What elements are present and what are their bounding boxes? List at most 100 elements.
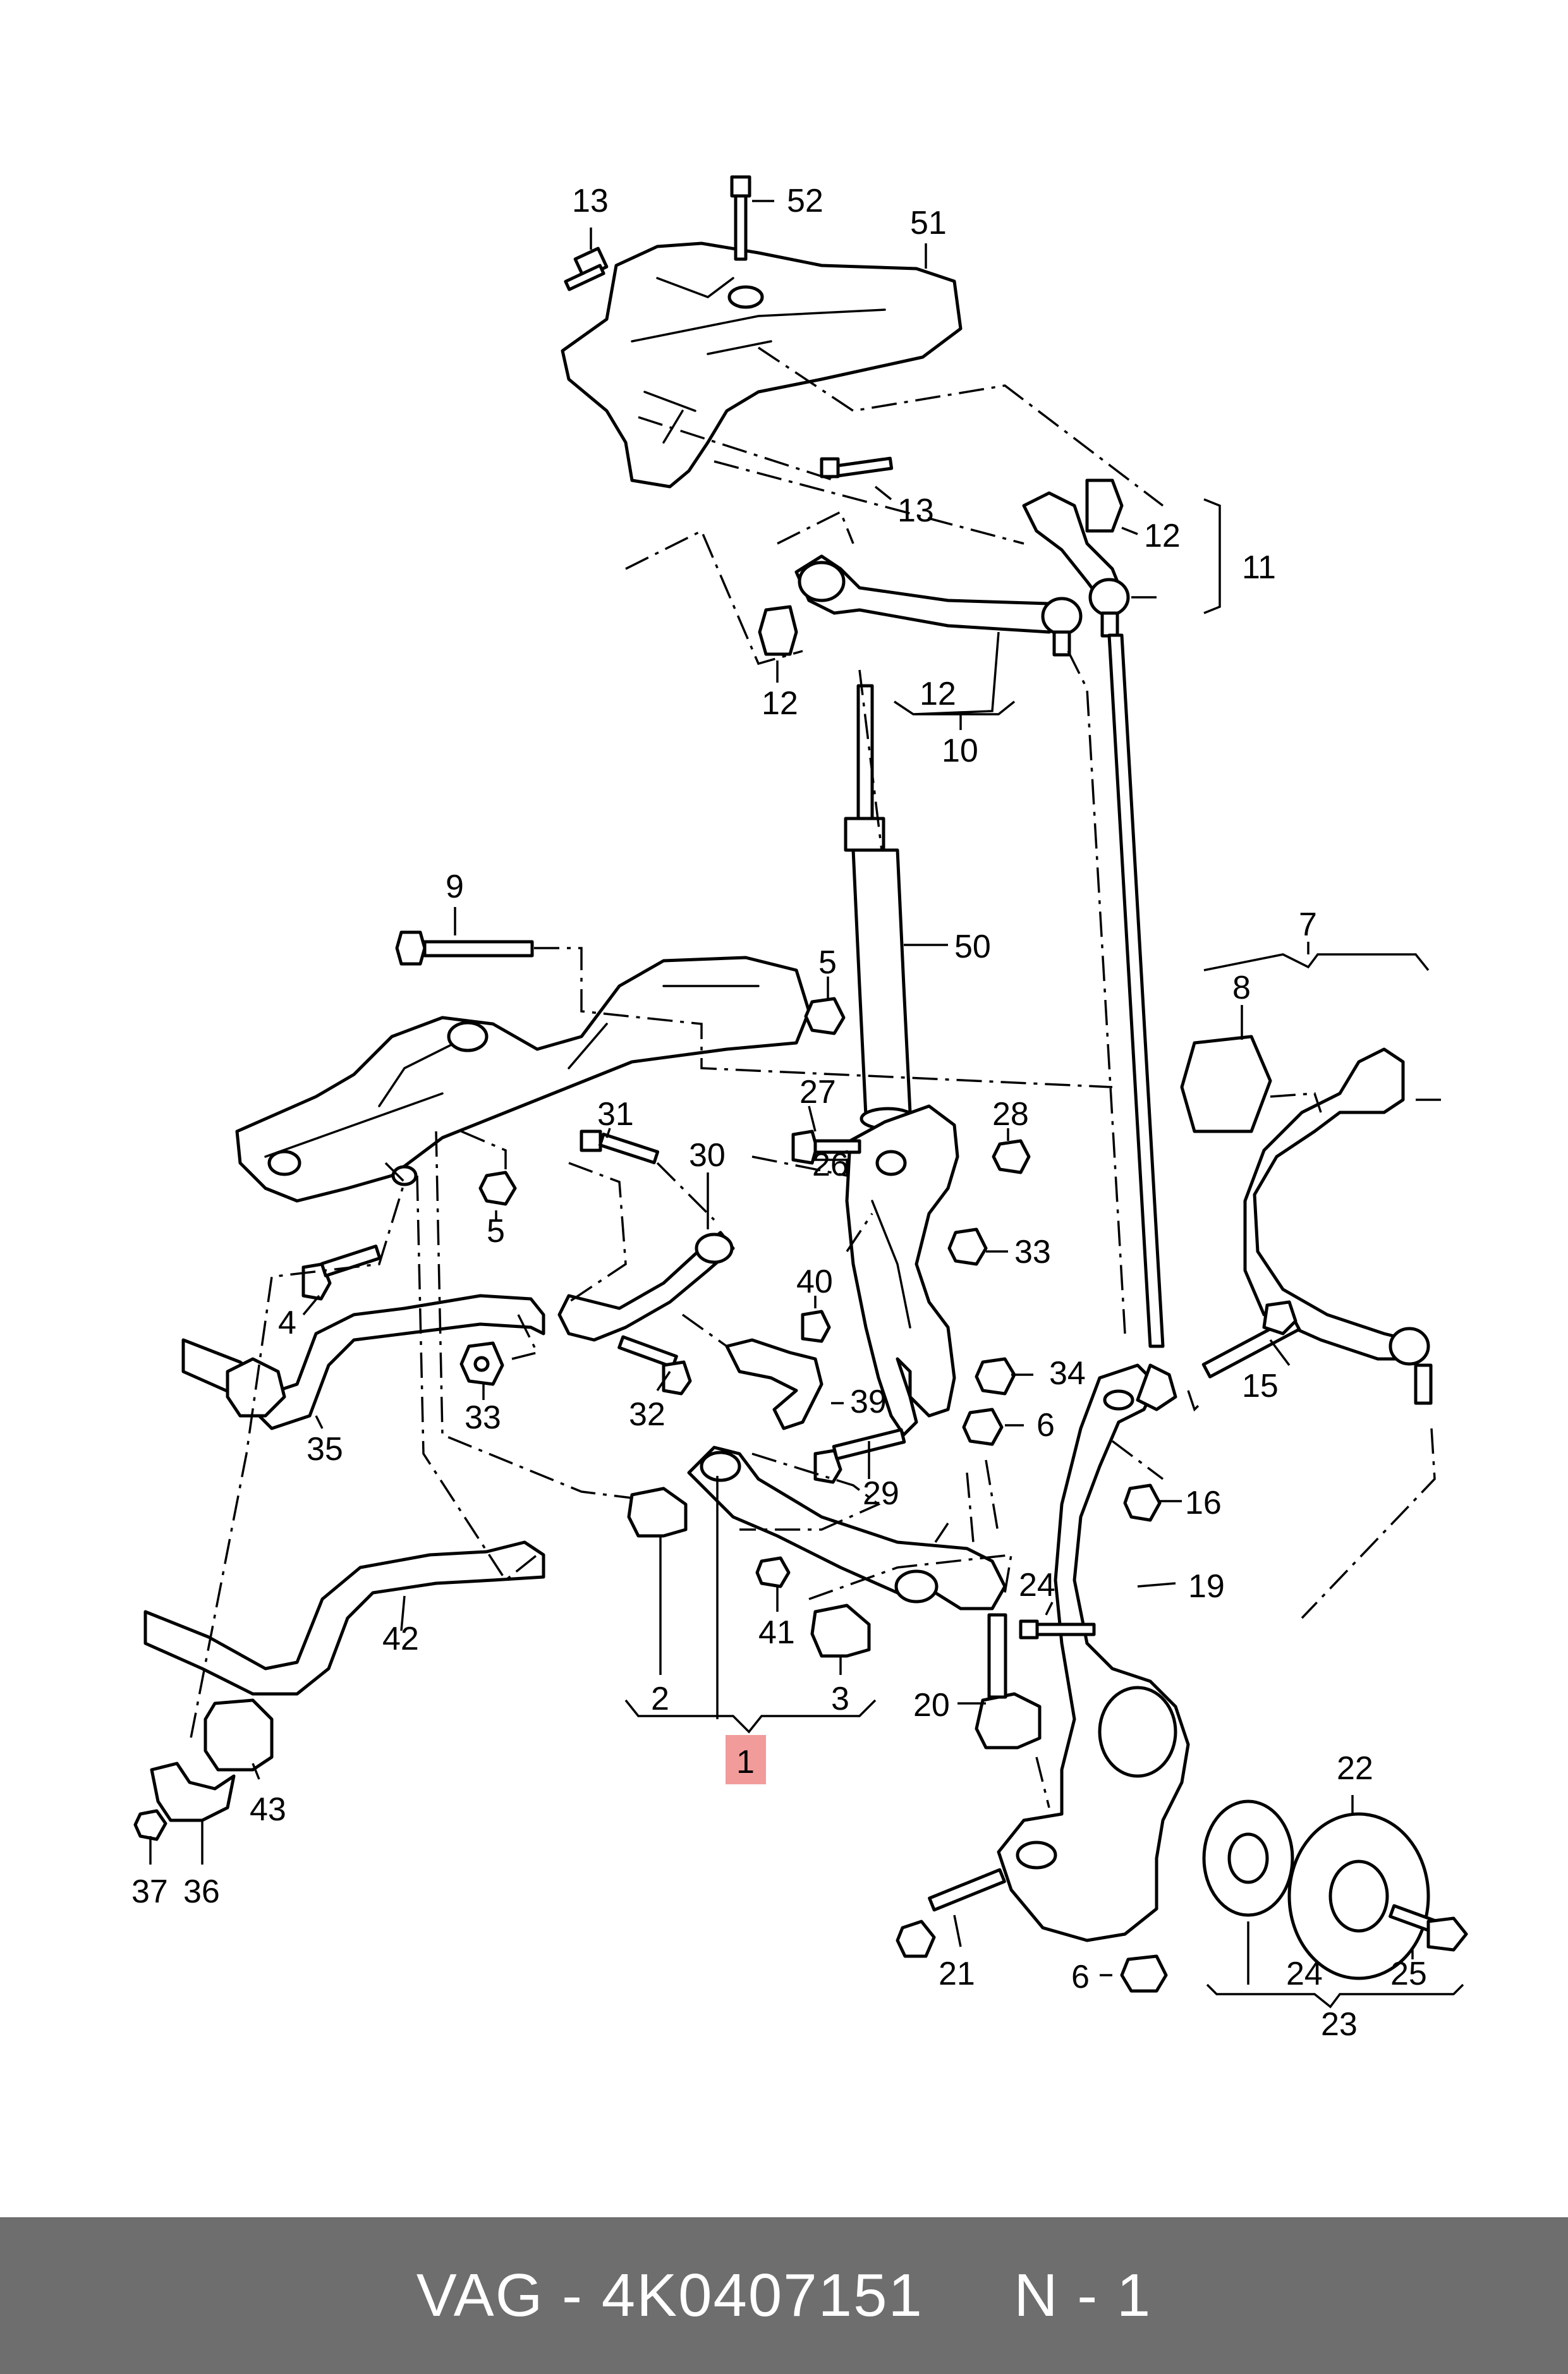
callout-37: 37 (131, 1873, 168, 1910)
callout-12-left: 12 (762, 685, 798, 722)
nut-16 (1123, 1483, 1162, 1522)
callout-9: 9 (446, 868, 464, 905)
subframe-51 (561, 241, 963, 489)
nut-5-upper (804, 997, 846, 1035)
bushing-2 (627, 1487, 688, 1538)
nut-6-bottom (1120, 1954, 1168, 1993)
bushing-8 (1180, 1035, 1272, 1133)
callout-5-lower: 5 (487, 1213, 505, 1250)
callout-25: 25 (1390, 1956, 1427, 1992)
callout-41: 41 (758, 1614, 795, 1651)
bolt-24-small (1019, 1619, 1096, 1640)
bolt-27 (791, 1129, 861, 1165)
nut-37 (133, 1809, 167, 1841)
bolt-31 (580, 1129, 660, 1164)
callout-20: 20 (913, 1687, 950, 1724)
upper-arm-7 (1243, 1047, 1433, 1405)
footer-bar: VAG - 4K0407151 N - 1 (0, 2217, 1568, 2374)
callout-5-upper: 5 (818, 944, 837, 981)
callout-50: 50 (954, 928, 991, 965)
callout-43: 43 (250, 1791, 286, 1828)
callout-3: 3 (831, 1681, 849, 1717)
callout-2: 2 (651, 1681, 669, 1717)
callout-12-right: 12 (1144, 518, 1181, 554)
nut-6-mid (962, 1408, 1004, 1446)
nut-5-lower (478, 1171, 517, 1206)
callout-35: 35 (307, 1431, 343, 1468)
callout-40: 40 (796, 1263, 833, 1300)
callout-15: 15 (1242, 1368, 1279, 1404)
leader-lines (149, 200, 1464, 2009)
callout-30: 30 (689, 1137, 726, 1174)
callout-42: 42 (382, 1621, 419, 1657)
callout-36: 36 (183, 1873, 220, 1910)
rubber-mount-43 (204, 1698, 274, 1772)
upper-arm-10 (794, 554, 1083, 657)
bolt-21 (896, 1868, 1006, 1958)
callout-24-lower: 24 (1286, 1956, 1323, 1992)
footer-part-number: VAG - 4K0407151 N - 1 (416, 2261, 1152, 2329)
bracket-26 (845, 1104, 959, 1437)
bolt-15 (1201, 1300, 1301, 1379)
callout-33-left: 33 (465, 1399, 501, 1436)
callout-6-mid: 6 (1036, 1407, 1055, 1444)
parts-diagram: 13 52 51 13 12 11 12 12 10 9 5 50 7 8 27… (131, 175, 1468, 2043)
callout-1: 1 (736, 1744, 755, 1780)
callout-6-bottom: 6 (1071, 1959, 1090, 1995)
lower-arm-1 (687, 1446, 1007, 1610)
nut-41 (755, 1556, 791, 1588)
callout-52: 52 (787, 183, 824, 219)
callout-10: 10 (942, 733, 978, 769)
tie-rod-30 (557, 1231, 735, 1342)
anti-roll-bar-42 (143, 1540, 545, 1696)
callout-26: 26 (812, 1147, 849, 1183)
nut-33-right (947, 1227, 988, 1266)
callout-12-mid: 12 (920, 676, 956, 712)
bolt-13-mid (820, 456, 894, 479)
callout-16: 16 (1185, 1485, 1222, 1521)
bolt-29 (813, 1428, 906, 1484)
bolt-40 (801, 1310, 831, 1343)
steering-knuckle-19 (997, 1363, 1190, 1942)
bolt-25 (1389, 1904, 1468, 1952)
wheel-bearing-24 (1202, 1799, 1294, 1917)
callout-31: 31 (597, 1096, 634, 1133)
callout-13-mid: 13 (897, 492, 934, 529)
callout-28: 28 (992, 1096, 1029, 1133)
hub-flange-22 (1287, 1812, 1430, 1980)
callout-34: 34 (1049, 1355, 1086, 1392)
callout-27: 27 (799, 1074, 836, 1111)
bolt-32 (617, 1335, 692, 1396)
callout-labels: 13 52 51 13 12 11 12 12 10 9 5 50 7 8 27… (131, 183, 1427, 2043)
bolt-52 (730, 175, 751, 261)
callout-33-right: 33 (1014, 1234, 1051, 1270)
callout-21: 21 (939, 1956, 975, 1992)
callout-24-upper: 24 (1019, 1567, 1055, 1604)
callout-8: 8 (1232, 970, 1251, 1006)
callout-39: 39 (850, 1384, 887, 1420)
nut-28 (992, 1139, 1031, 1174)
bushing-12-left (758, 605, 798, 656)
shock-absorber-50 (844, 684, 916, 1131)
sensor-39 (725, 1338, 824, 1430)
callout-29: 29 (863, 1475, 899, 1512)
bolt-13-top (564, 247, 609, 291)
callout-22: 22 (1337, 1750, 1373, 1787)
stabilizer-link (1107, 633, 1177, 1411)
nut-34 (975, 1357, 1016, 1396)
bushing-3 (810, 1604, 871, 1658)
callout-13-top: 13 (572, 183, 609, 219)
callout-51: 51 (910, 205, 947, 241)
callout-11: 11 (1242, 549, 1276, 586)
nut-33-left (459, 1341, 504, 1386)
ball-joint-20 (975, 1613, 1042, 1750)
callout-7: 7 (1299, 906, 1317, 943)
callout-4: 4 (278, 1305, 296, 1341)
clamp-36 (150, 1762, 236, 1822)
callout-19: 19 (1188, 1568, 1225, 1605)
highlight-1 (726, 1735, 766, 1784)
callout-23: 23 (1321, 2006, 1358, 2043)
callout-32: 32 (629, 1396, 665, 1433)
upper-arm-11 (1022, 478, 1130, 638)
bolt-9 (395, 930, 534, 966)
